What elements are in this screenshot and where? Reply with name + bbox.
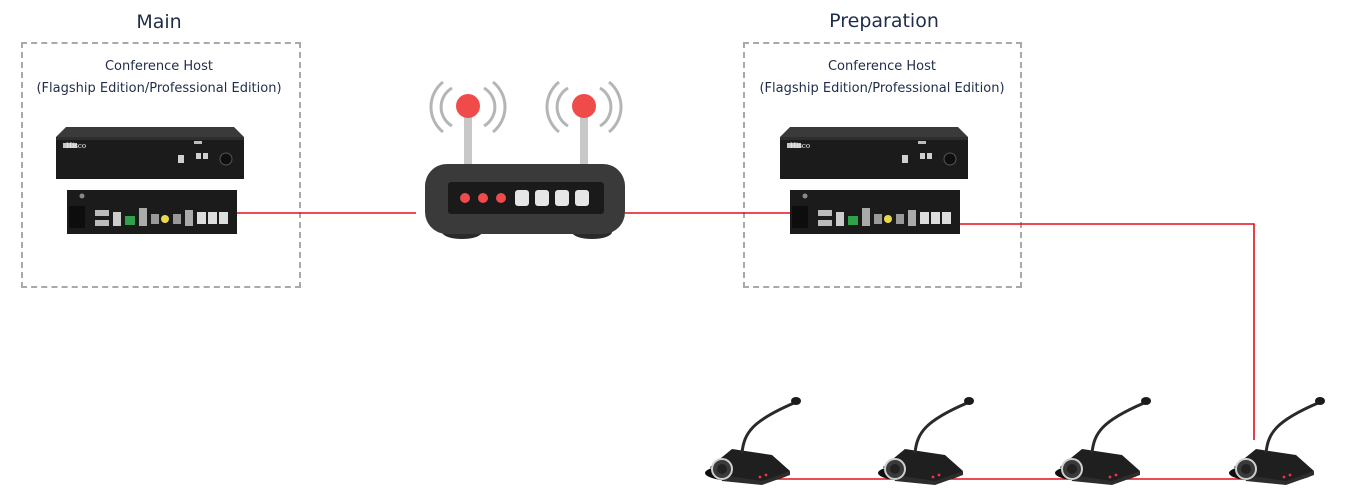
preparation-conference-host-front-icon (779, 126, 969, 180)
main-device-edition: (Flagship Edition/Professional Edition) (36, 81, 282, 96)
gooseneck-microphone-icon (1227, 395, 1327, 487)
main-conference-host-rear-icon (67, 190, 237, 234)
main-conference-host: Hisco (55, 126, 245, 234)
gooseneck-microphone-icon (876, 395, 976, 487)
main-brand-logo: Hisco (66, 142, 86, 150)
preparation-device-edition: (Flagship Edition/Professional Edition) (759, 81, 1005, 96)
preparation-section-title: Preparation (829, 10, 939, 32)
preparation-conference-host-rear-icon (790, 190, 960, 234)
preparation-conference-host: Hisco (779, 126, 969, 234)
main-device-caption: Conference Host (Flagship Edition/Profes… (19, 56, 299, 100)
preparation-panel (743, 42, 1022, 288)
preparation-device-caption: Conference Host (Flagship Edition/Profes… (742, 56, 1022, 100)
gooseneck-microphone-icon (1053, 395, 1153, 487)
main-device-name: Conference Host (104, 59, 214, 74)
router-icon (425, 80, 625, 239)
main-conference-host-front-icon (55, 126, 245, 180)
main-section-title: Main (136, 11, 182, 33)
main-panel (21, 42, 301, 288)
microphone-chain (703, 395, 1327, 487)
cable-preparation-to-mics (944, 223, 1255, 440)
cable-lines (184, 212, 1260, 480)
preparation-device-name: Conference Host (827, 59, 937, 74)
gooseneck-microphone-icon (703, 395, 803, 487)
preparation-brand-logo: Hisco (790, 142, 810, 150)
